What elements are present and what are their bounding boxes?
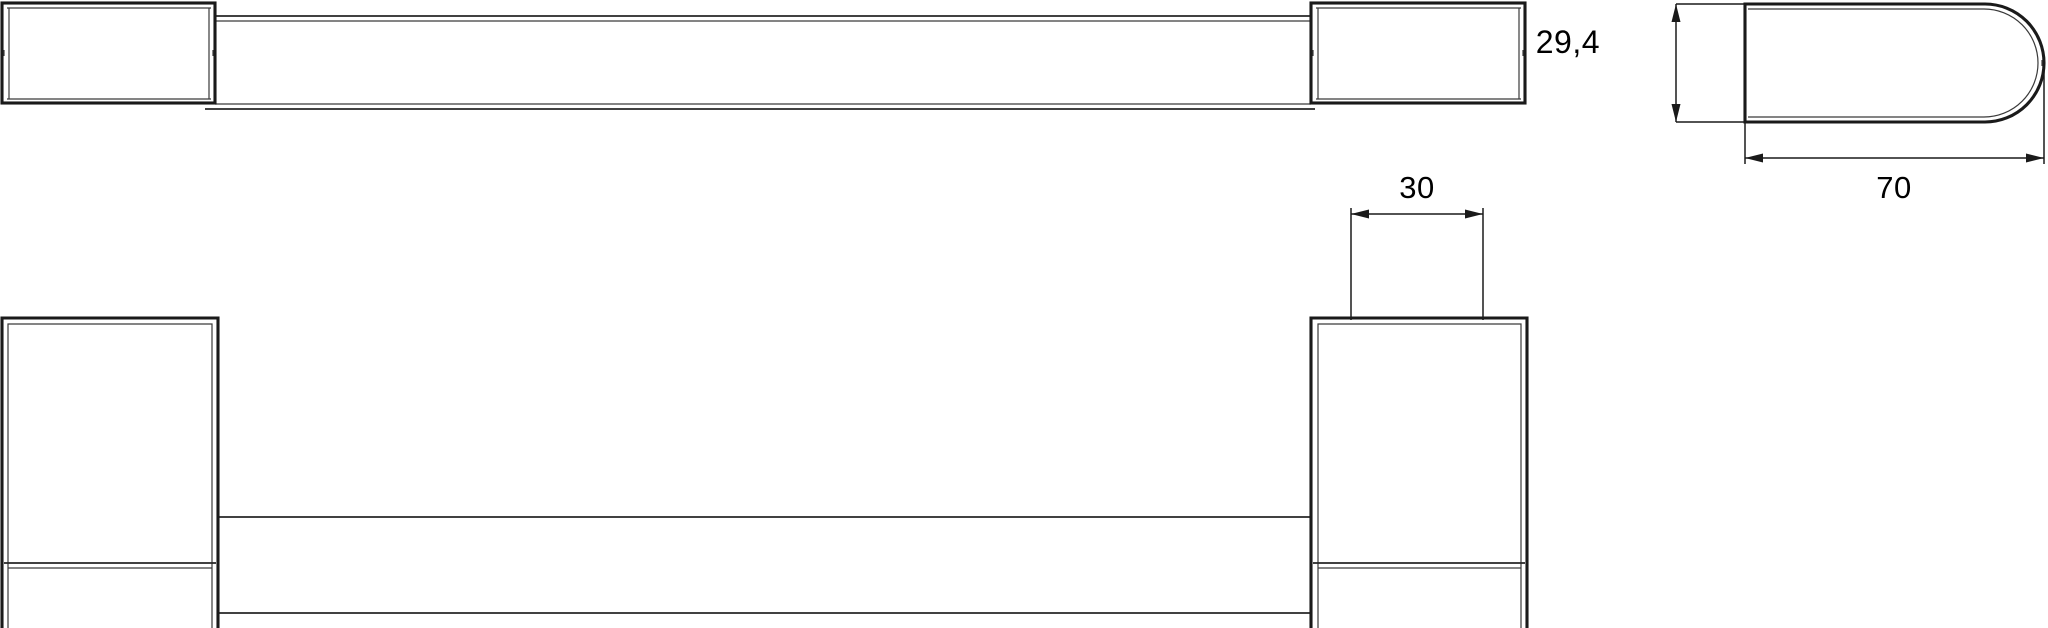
front-view-rail	[205, 516, 1318, 614]
dim-arrow-right	[2026, 153, 2044, 163]
dimension-label-30: 30	[1399, 170, 1434, 205]
dim-arrow-down	[1671, 104, 1681, 122]
dimension-label-70: 70	[1876, 170, 1911, 205]
top-view	[0, 1, 1527, 110]
top-view-rail	[205, 15, 1315, 110]
front-view-right-block	[1309, 316, 1529, 628]
dimension-30: 30	[1350, 170, 1484, 320]
dimension-29-4: 29,4	[1536, 3, 1752, 123]
front-view-left-block	[0, 316, 220, 628]
dim-arrow-left	[1351, 209, 1369, 219]
top-view-left-block	[0, 1, 217, 105]
dim-arrow-up	[1671, 4, 1681, 22]
dimension-70: 70	[1744, 66, 2045, 205]
side-view: 29,4 70	[1536, 2, 2046, 205]
dimension-label-29-4: 29,4	[1536, 24, 1600, 60]
dim-arrow-right	[1465, 209, 1483, 219]
side-view-inner-profile	[1748, 8, 2039, 118]
dim-arrow-left	[1745, 153, 1763, 163]
top-view-right-block	[1309, 1, 1527, 105]
front-view: 30	[0, 170, 1529, 628]
